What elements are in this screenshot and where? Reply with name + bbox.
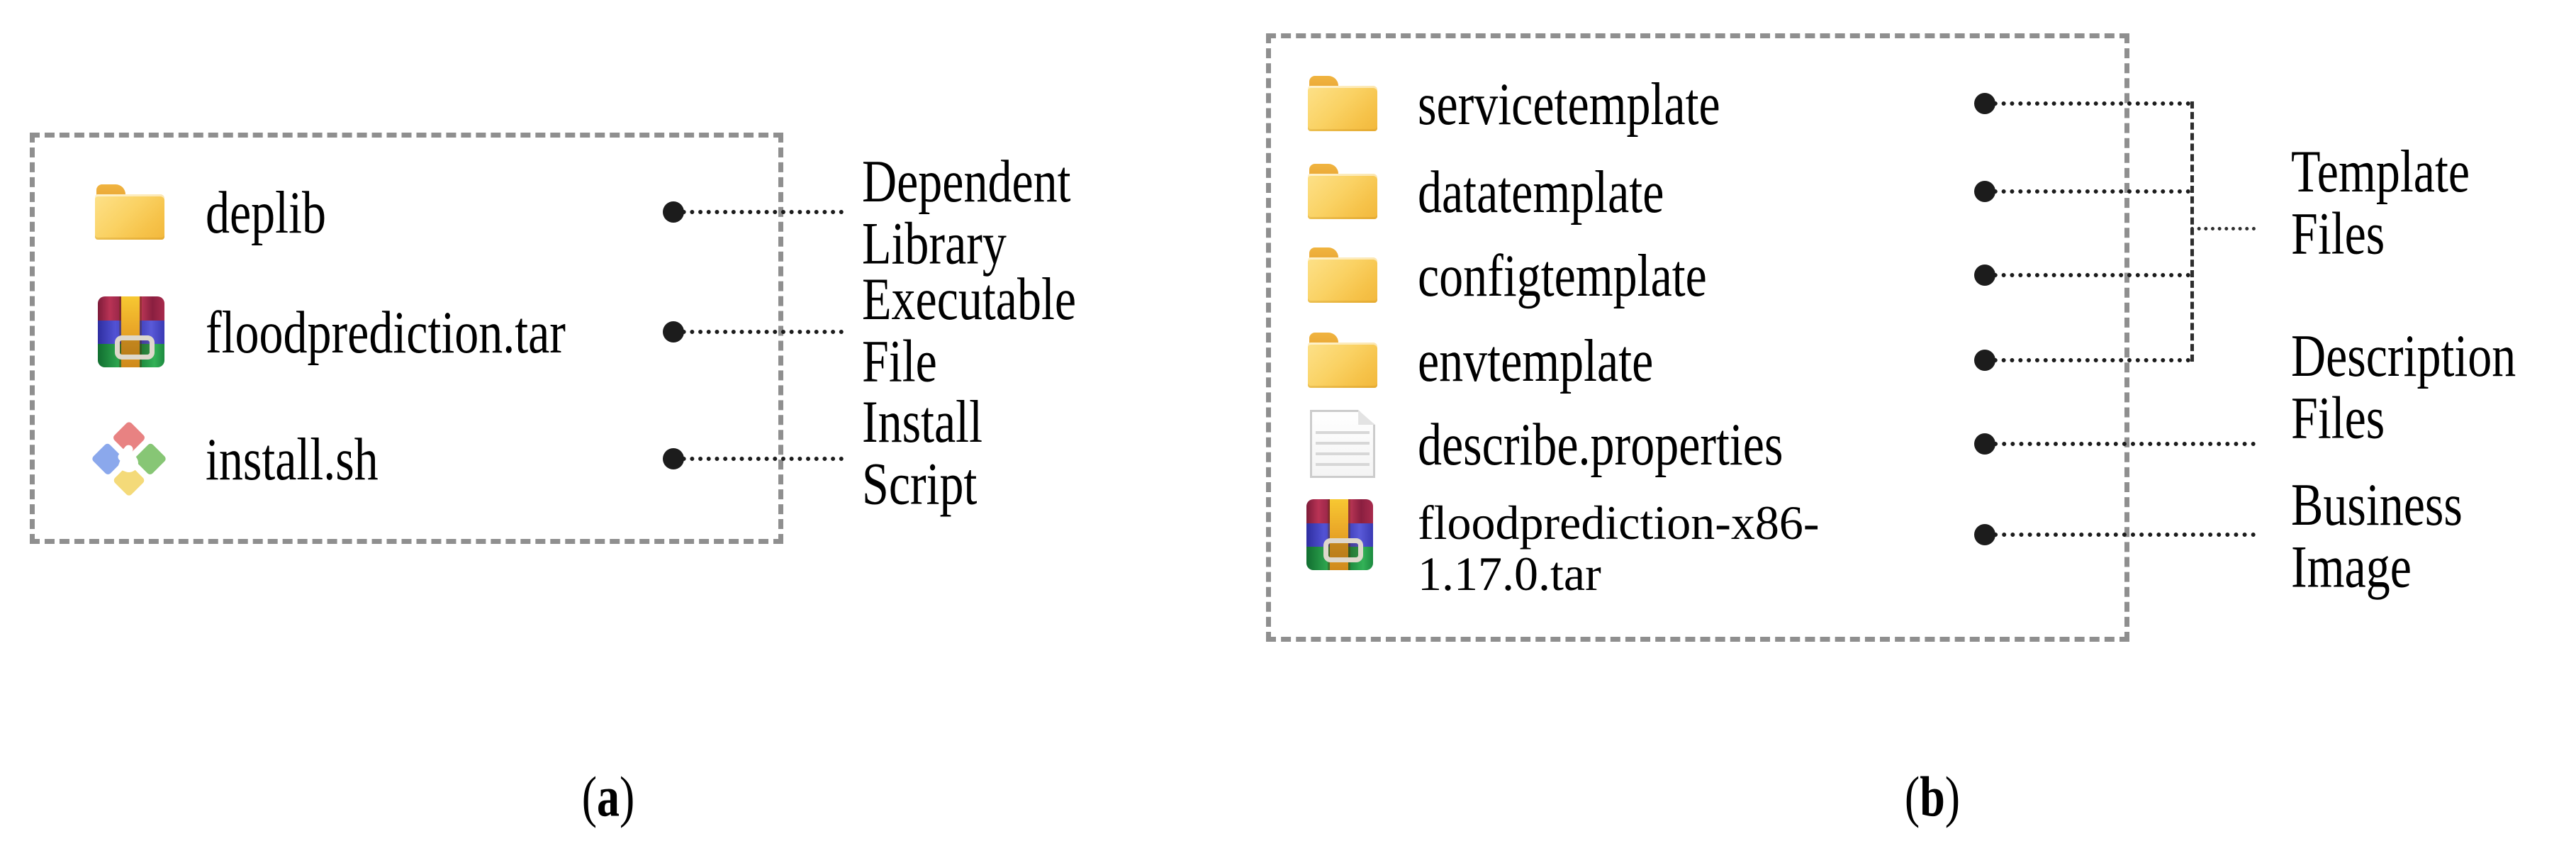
- connector-dot: [1974, 265, 1995, 286]
- caption-a: (a): [581, 765, 635, 828]
- connector-line: [673, 330, 844, 334]
- annotation-executable-file: Executable File: [862, 265, 1077, 395]
- connector-line: [1985, 189, 2190, 194]
- connector-dot: [663, 321, 684, 343]
- file-name-install-sh: install.sh: [206, 425, 379, 493]
- connector-dot: [1974, 433, 1995, 455]
- file-name-servicetemplate: servicetemplate: [1418, 69, 1720, 138]
- connector-line: [673, 457, 844, 461]
- caption-b: (b): [1904, 765, 1961, 828]
- panel-a-box: [30, 133, 783, 544]
- annotation-description-files: Description Files: [2291, 321, 2516, 452]
- rar-archive-icon: [98, 296, 164, 367]
- file-name-configtemplate: configtemplate: [1418, 241, 1707, 309]
- folder-icon: [95, 184, 164, 240]
- file-name-datatemplate: datatemplate: [1418, 157, 1664, 226]
- connector-dot: [1974, 350, 1995, 371]
- folder-icon: [1308, 76, 1377, 131]
- connector-line: [1985, 273, 2190, 277]
- file-name-floodprediction-tar: floodprediction.tar: [206, 298, 566, 366]
- bracket-stub-line: [2190, 227, 2256, 230]
- folder-icon: [1308, 164, 1377, 219]
- connector-line: [1985, 442, 2256, 446]
- connector-dot: [1974, 93, 1995, 114]
- bracket-line: [2190, 101, 2194, 362]
- file-name-envtemplate: envtemplate: [1418, 326, 1654, 394]
- panel-b-box: [1266, 33, 2129, 642]
- connector-line: [1985, 101, 2190, 106]
- shell-script-icon: [89, 421, 169, 497]
- rar-archive-icon: [1306, 499, 1373, 570]
- connector-line: [1985, 358, 2190, 362]
- connector-dot: [1974, 181, 1995, 202]
- file-name-describe-properties: describe.properties: [1418, 410, 1783, 478]
- annotation-business-image: Business Image: [2291, 470, 2463, 601]
- annotation-template-files: Template Files: [2291, 137, 2470, 267]
- connector-dot: [1974, 524, 1995, 545]
- file-name-deplib: deplib: [206, 178, 326, 246]
- connector-dot: [663, 201, 684, 223]
- folder-body: [95, 194, 164, 240]
- file-name-floodprediction-x86-tar: floodprediction-x86- 1.17.0.tar: [1418, 496, 1820, 601]
- folder-icon: [1308, 333, 1377, 388]
- connector-dot: [663, 448, 684, 469]
- annotation-install-script: Install Script: [862, 387, 982, 518]
- properties-file-icon: [1310, 410, 1375, 478]
- page-lines: [1316, 423, 1370, 472]
- connector-line: [1985, 533, 2256, 537]
- annotation-dependent-library: Dependent Library: [862, 147, 1071, 277]
- folder-icon: [1308, 247, 1377, 303]
- connector-line: [673, 210, 844, 214]
